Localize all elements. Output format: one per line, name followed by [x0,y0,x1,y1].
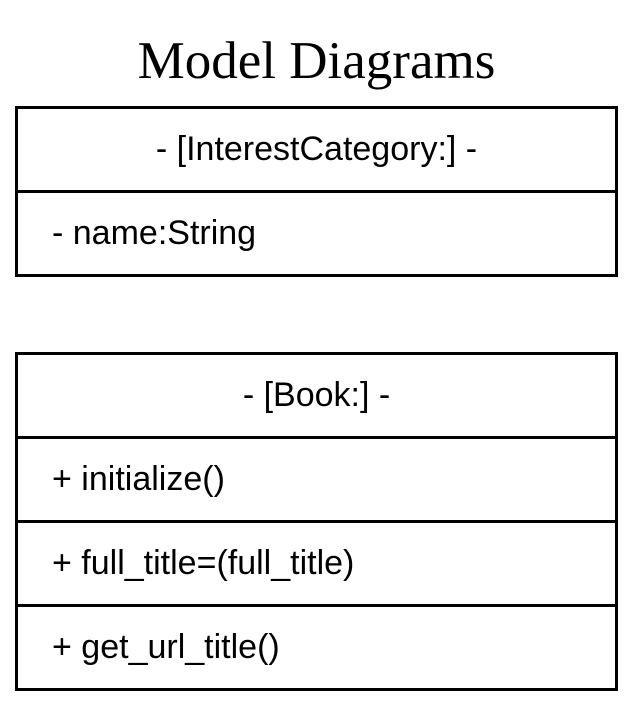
class-header: - [InterestCategory:] - [155,130,478,168]
class-box-interest-category: - [InterestCategory:] - - name:String [15,106,618,277]
class-header: - [Book:] - [242,376,391,414]
class-attribute: - name:String [18,190,615,274]
class-box-book: - [Book:] - + initialize() + full_title=… [15,352,618,691]
class-method: + initialize() [18,436,615,520]
class-method: + full_title=(full_title) [18,520,615,604]
diagram-title: Model Diagrams [137,32,496,90]
class-method: + get_url_title() [18,604,615,688]
